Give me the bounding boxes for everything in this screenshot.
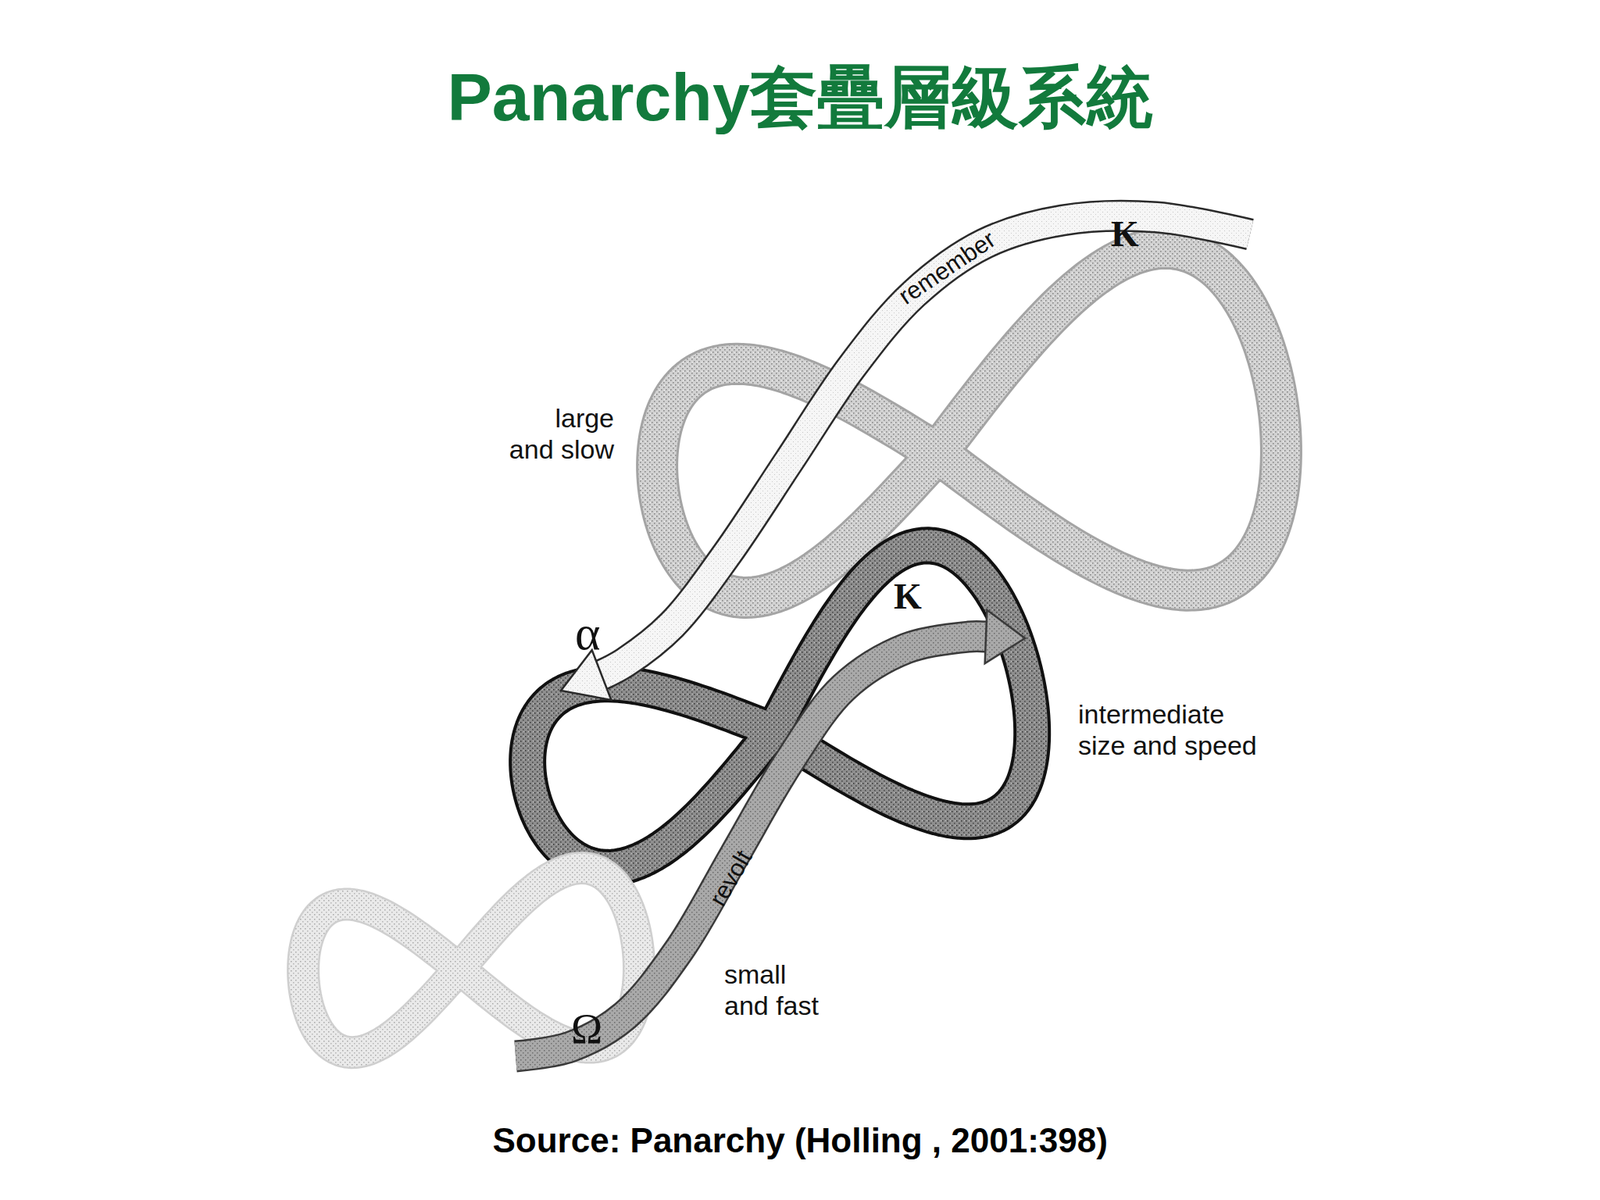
intermediate-loop — [527, 545, 1033, 868]
phase-label: α — [575, 604, 600, 662]
loop-band — [527, 545, 1033, 868]
phase-label: K — [893, 575, 922, 618]
arrow-head — [985, 610, 1025, 664]
loop-layer — [303, 248, 1282, 1053]
arrow-layer — [515, 215, 1250, 1057]
remember-arrow — [560, 215, 1250, 700]
arrow-band-outline — [601, 215, 1250, 675]
scale-label: small and fast — [724, 958, 831, 1022]
loop-band-outline — [527, 545, 1033, 868]
scale-label: intermediate size and speed — [1078, 698, 1267, 761]
revolt-arrow — [515, 610, 1025, 1057]
phase-label: K — [1110, 213, 1140, 256]
flow-label: remember — [892, 225, 1001, 311]
arrow-band — [601, 215, 1250, 675]
arrow-band — [515, 636, 986, 1057]
caption: Source: Panarchy (Holling , 2001:398) — [492, 1120, 1108, 1161]
arrow-band-outline — [515, 636, 986, 1057]
phase-label: Ω — [571, 1004, 603, 1055]
scale-label: large and slow — [506, 402, 615, 465]
title: Panarchy套疊層級系統 — [447, 57, 1154, 137]
